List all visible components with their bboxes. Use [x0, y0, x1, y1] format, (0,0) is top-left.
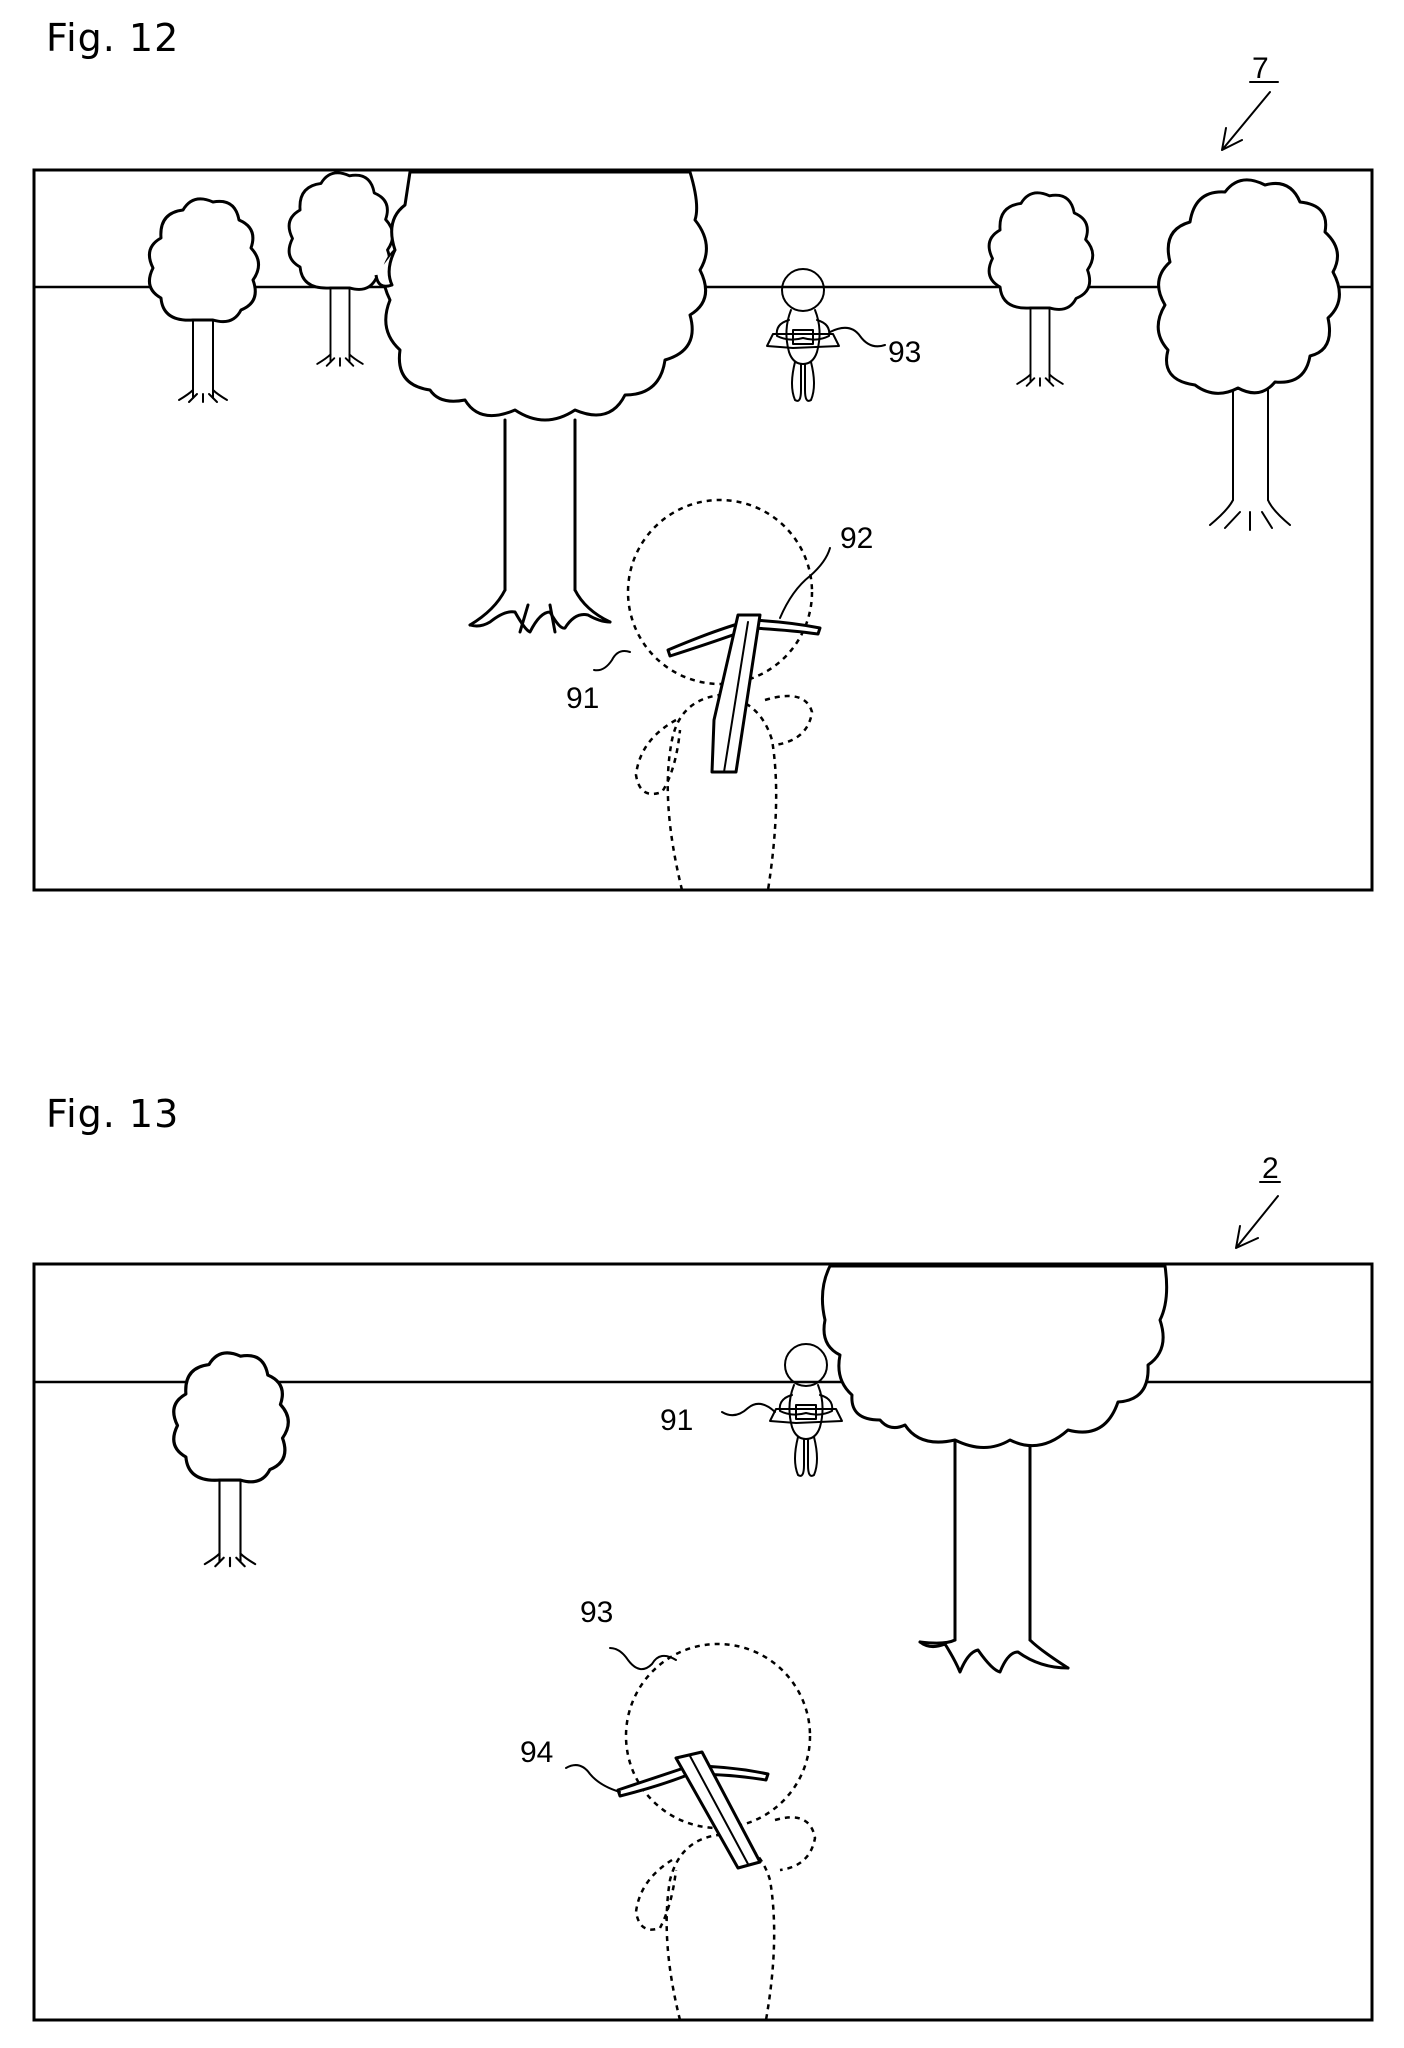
tree-icon — [820, 1264, 1169, 1674]
tree-icon — [147, 197, 261, 404]
leader-line — [609, 1647, 677, 1671]
label-player: 91 — [566, 682, 599, 715]
arrow-icon — [1221, 91, 1271, 151]
crossbow-weapon — [616, 1750, 770, 1870]
leader-line — [721, 1402, 776, 1417]
crossbow-weapon — [666, 613, 822, 774]
tree-icon — [1156, 178, 1341, 531]
screen-label-7: 7 — [1252, 52, 1269, 85]
figure-13-diagram: 2 91 — [32, 1152, 1374, 2022]
leader-line — [593, 650, 631, 672]
label-weapon: 94 — [520, 1736, 553, 1769]
leader-line — [829, 326, 886, 348]
figure-12-diagram: 7 93 — [32, 52, 1374, 892]
leader-line — [779, 547, 831, 619]
figure-12-title: Fig. 12 — [46, 16, 180, 60]
leader-line — [565, 1764, 621, 1793]
screen-frame — [32, 1262, 1374, 2022]
screen-label-2: 2 — [1262, 1152, 1279, 1185]
tree-icon — [172, 1351, 290, 1568]
opponent-character — [769, 1343, 843, 1477]
figure-13-title: Fig. 13 — [46, 1092, 180, 1136]
label-player: 93 — [580, 1596, 613, 1629]
tree-icon — [287, 171, 395, 368]
label-opponent: 91 — [660, 1404, 693, 1437]
arrow-icon — [1235, 1195, 1279, 1249]
label-opponent: 93 — [888, 336, 921, 369]
opponent-character — [766, 268, 840, 402]
screen-frame — [32, 168, 1374, 892]
tree-icon — [987, 191, 1095, 388]
tree-icon — [374, 170, 708, 634]
label-weapon: 92 — [840, 522, 873, 555]
